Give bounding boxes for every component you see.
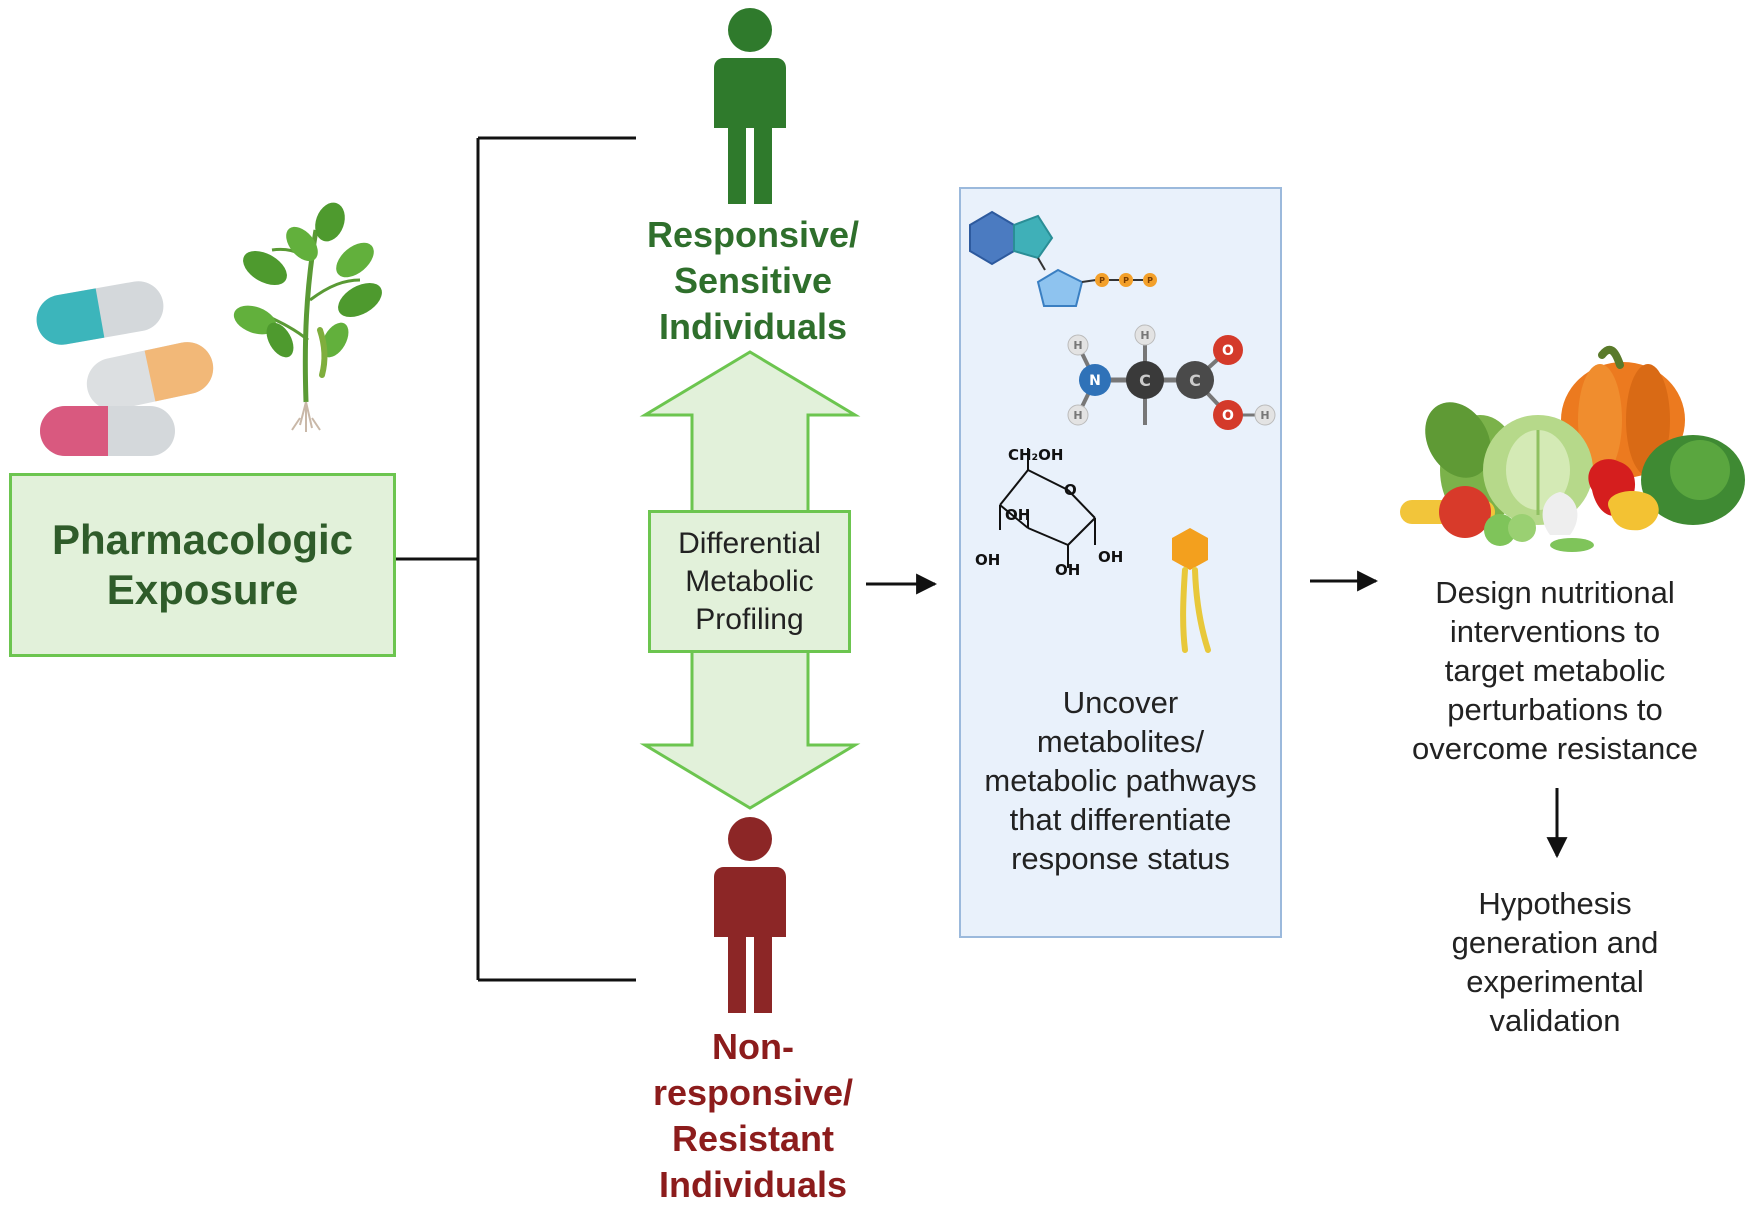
glucose-label: OH — [1098, 548, 1123, 566]
glucose-molecule-icon: CH₂OH O OH OH OH OH — [975, 446, 1123, 579]
pill-orange — [86, 342, 214, 410]
plant-icon — [233, 202, 382, 432]
atom-label: C — [1189, 371, 1201, 390]
pill-pink — [40, 406, 175, 456]
responsive-person-icon — [714, 8, 786, 204]
metabolites-description: Uncover metabolites/ metabolic pathways … — [984, 685, 1257, 876]
pill-teal — [36, 281, 164, 345]
phosphate-label: P — [1123, 276, 1129, 285]
pills-icon — [36, 281, 214, 456]
atom-label: H — [1073, 409, 1082, 422]
bracket-connector — [396, 136, 636, 982]
atom-label: H — [1260, 409, 1269, 422]
amino-acid-molecule-icon: H H N H C C O O H — [1067, 324, 1276, 430]
atom-label: O — [1222, 408, 1234, 424]
phospholipid-icon — [1172, 528, 1211, 653]
resistant-person-icon — [714, 817, 786, 1013]
atom-label: C — [1139, 371, 1151, 390]
glucose-label: OH — [1005, 506, 1030, 524]
resistant-group-label: Non- responsive/ Resistant Individuals — [652, 1026, 854, 1205]
phosphate-label: P — [1147, 276, 1153, 285]
glucose-label: OH — [975, 551, 1000, 569]
vegetables-icon — [1400, 345, 1745, 552]
profiling-label: Differential Metabolic Profiling — [678, 526, 821, 636]
hypothesis-label: Hypothesis generation and experimental v… — [1451, 886, 1659, 1038]
glucose-label: OH — [1055, 561, 1080, 579]
glucose-label: CH₂OH — [1008, 446, 1063, 464]
metabolites-panel — [959, 187, 1282, 938]
pharmacologic-exposure-box: Pharmacologic Exposure — [9, 473, 396, 657]
glucose-label: O — [1064, 481, 1077, 499]
atom-label: H — [1073, 339, 1082, 352]
profiling-box: Differential Metabolic Profiling — [648, 510, 851, 653]
atom-label: H — [1140, 329, 1149, 342]
atom-label: O — [1222, 343, 1234, 359]
responsive-group-label: Responsive/ Sensitive Individuals — [646, 214, 860, 347]
phosphate-label: P — [1099, 276, 1105, 285]
atom-label: N — [1089, 373, 1101, 389]
atp-molecule-icon: P P P — [969, 210, 1157, 307]
nutrition-label: Design nutritional interventions to targ… — [1411, 575, 1698, 766]
pharmacologic-exposure-label: Pharmacologic Exposure — [51, 516, 354, 613]
